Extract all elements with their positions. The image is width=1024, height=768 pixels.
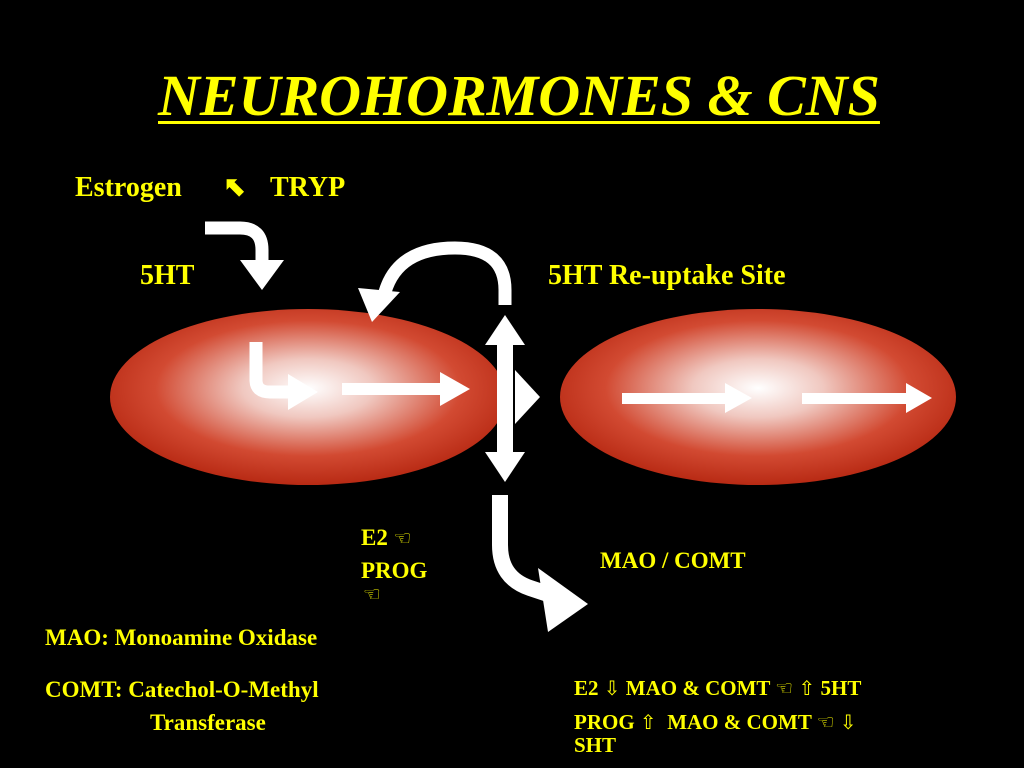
tryp-to-5ht-arrow (205, 221, 284, 290)
reuptake-site-label: 5HT Re-uptake Site (548, 260, 786, 291)
arrow-down-icon: ⇩ (603, 676, 621, 700)
estrogen-label: Estrogen (75, 172, 182, 203)
page-title: NEUROHORMONES & CNS (158, 63, 880, 128)
effect-line-1: E2 ⇩ MAO & COMT ☜ ⇧ 5HT (574, 676, 862, 700)
reuptake-loop-arrow (358, 241, 512, 322)
mao-comt-label: MAO / COMT (600, 548, 746, 573)
comt-definition-line2: Transferase (150, 710, 266, 735)
hand-pointing-icon: ☜ (816, 710, 835, 734)
hand-pointing-icon: ☜ (775, 676, 794, 700)
right-cell-arrow-2 (802, 383, 932, 413)
e2-label: E2 ☜ (361, 525, 412, 550)
left-cell-arrow (342, 372, 470, 406)
synapse-double-arrow (485, 315, 540, 482)
effect-line-2-end: SHT (574, 733, 617, 757)
5ht-label: 5HT (140, 260, 195, 291)
tryp-label: TRYP (270, 172, 346, 203)
effect-line-2: PROG ⇧ MAO & COMT ☜ ⇩ (574, 710, 857, 734)
arrow-up-icon: ⇧ (639, 710, 657, 734)
prog-label: PROG (361, 558, 428, 583)
arrow-up-left-icon: ⬉ (224, 170, 248, 203)
arrow-up-icon: ⇧ (798, 676, 816, 700)
metabolism-arrow (492, 495, 588, 632)
right-cell-arrow-1 (622, 383, 752, 413)
reuptake-cell (560, 309, 956, 485)
hand-pointing-icon: ☜ (363, 582, 381, 606)
arrow-down-icon: ⇩ (839, 710, 857, 734)
internal-curved-arrow (249, 342, 318, 410)
mao-definition: MAO: Monoamine Oxidase (45, 625, 318, 650)
hand-pointing-icon: ☜ (393, 526, 412, 550)
comt-definition-line1: COMT: Catechol-O-Methyl (45, 677, 319, 702)
